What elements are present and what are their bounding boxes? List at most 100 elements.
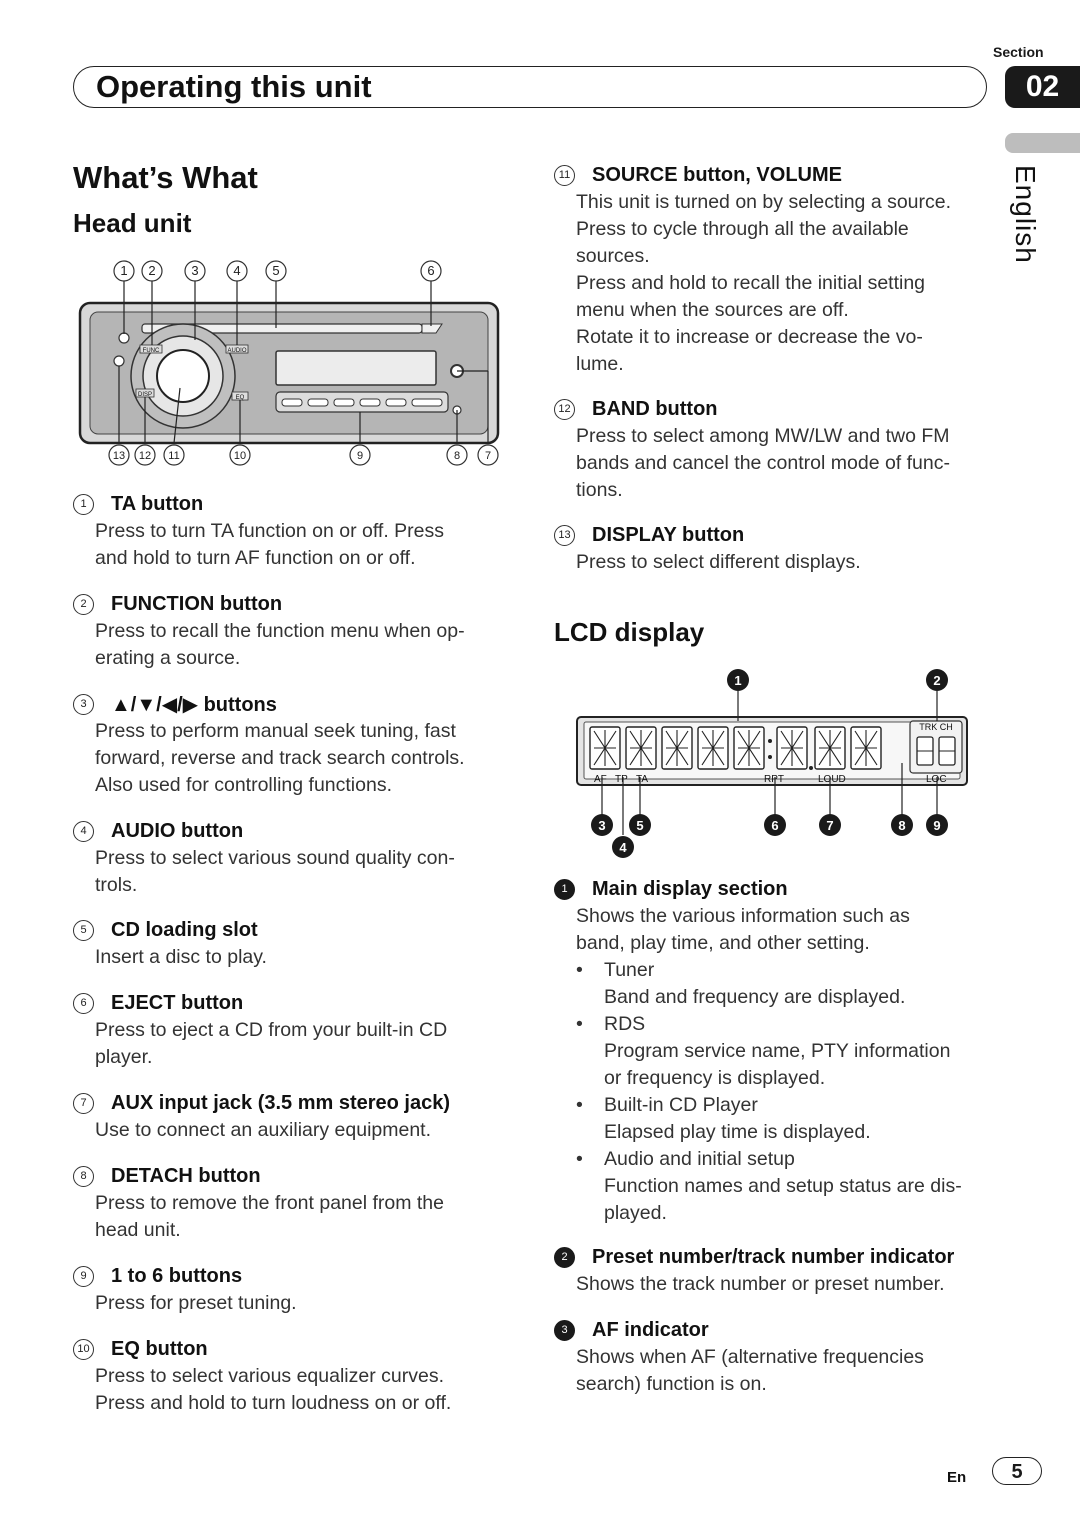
item-title: Preset number/track number indicator	[592, 1246, 955, 1268]
lcd-ind-loud: LOUD	[818, 774, 846, 785]
lcd-ind-ta: TA	[636, 774, 648, 785]
item-title: FUNCTION button	[111, 593, 283, 615]
item-text: Press to cycle through all the available	[576, 218, 909, 240]
item-text: Press and hold to recall the initial set…	[576, 272, 926, 294]
item-text: forward, reverse and track search contro…	[95, 747, 465, 769]
lcd-label-2: 2	[933, 673, 940, 688]
hu-label-4: 4	[233, 263, 240, 278]
list-item: 9 1 to 6 buttons Press for preset tuning.	[73, 1263, 513, 1317]
list-item: 11 SOURCE button, VOLUME This unit is tur…	[554, 162, 994, 378]
item-number: 12	[554, 399, 575, 420]
lcd-label-8: 8	[898, 818, 905, 833]
item-text: head unit.	[95, 1219, 181, 1241]
lcd-label-3: 3	[598, 818, 605, 833]
lcd-label-1: 1	[734, 673, 741, 688]
item-title: EQ button	[111, 1338, 208, 1360]
eq-label: EQ	[236, 395, 245, 401]
trk-ch-label: TRK CH	[919, 722, 953, 732]
item-number: 1	[73, 494, 94, 515]
item-text: Press to select different displays.	[576, 551, 861, 573]
hu-label-3: 3	[191, 263, 198, 278]
item-text: tions.	[576, 479, 623, 501]
lcd-ind-af: AF	[594, 774, 607, 785]
hu-label-8: 8	[454, 450, 460, 462]
hu-label-2: 2	[148, 263, 155, 278]
audio-label: AUDIO	[227, 348, 246, 354]
item-number: 1	[554, 879, 575, 900]
item-text: band, play time, and other setting.	[576, 932, 870, 954]
item-text: This unit is turned on by selecting a so…	[576, 191, 952, 213]
item-number: 9	[73, 1266, 94, 1287]
list-item: 10 EQ button Press to select various equa…	[73, 1336, 513, 1417]
item-text: player.	[95, 1046, 153, 1068]
func-label: FUNC	[143, 348, 160, 354]
item-text: Shows the various information such as	[576, 905, 910, 927]
item-title: BAND button	[592, 398, 718, 420]
list-item: 1 TA button Press to turn TA function on …	[73, 491, 513, 572]
item-text: Press to remove the front panel from the	[95, 1192, 445, 1214]
section-number-badge: 02	[1005, 66, 1080, 108]
lcd-ind-rpt: RPT	[764, 774, 784, 785]
item-text: Also used for controlling functions.	[95, 774, 392, 796]
lcd-label-4: 4	[619, 840, 627, 855]
lcd-ind-tp: TP	[615, 774, 628, 785]
item-text: Press to turn TA function on or off. Pre…	[95, 520, 445, 542]
item-title: SOURCE button, VOLUME	[592, 164, 842, 186]
item-number: 6	[73, 993, 94, 1014]
hu-label-6: 6	[427, 263, 434, 278]
item-number: 2	[554, 1247, 575, 1268]
lcd-label-7: 7	[826, 818, 833, 833]
lcd-display-heading: LCD display	[554, 617, 705, 647]
list-item: 6 EJECT button Press to eject a CD from y…	[73, 990, 513, 1071]
list-item: 3▲/▼/◀/▶ buttons Press to perform manual…	[73, 691, 513, 799]
item-text: sources.	[576, 245, 650, 267]
item-text: Use to connect an auxiliary equipment.	[95, 1119, 432, 1141]
hu-label-12: 12	[139, 450, 151, 462]
item-text: Press to eject a CD from your built-in C…	[95, 1019, 448, 1041]
language-tab-label: English	[1010, 165, 1041, 264]
item-number: 3	[73, 694, 94, 715]
hu-label-13: 13	[113, 450, 125, 462]
item-text: erating a source.	[95, 647, 241, 669]
item-title: AUX input jack (3.5 mm stereo jack)	[111, 1092, 451, 1114]
item-number: 10	[73, 1339, 94, 1360]
item-text: Insert a disc to play.	[95, 946, 267, 968]
item-text: Press to select various equalizer curves…	[95, 1365, 444, 1387]
item-title: EJECT button	[111, 992, 244, 1014]
item-text: and hold to turn AF function on or off.	[95, 547, 416, 569]
item-title: AUDIO button	[111, 820, 244, 842]
disp-label: DISP	[138, 392, 152, 398]
item-text: Press to select among MW/LW and two FM	[576, 425, 950, 447]
item-text: lume.	[576, 353, 624, 375]
item-text: Press for preset tuning.	[95, 1292, 297, 1314]
whats-what-heading: What’s What	[73, 160, 258, 195]
language-tab-bar	[1005, 133, 1080, 153]
hu-label-5: 5	[272, 263, 279, 278]
list-item: 12 BAND button Press to select among MW/L…	[554, 396, 994, 504]
item-text: Shows when AF (alternative frequencies	[576, 1346, 924, 1368]
hu-label-1: 1	[120, 263, 127, 278]
item-title: DISPLAY button	[592, 524, 745, 546]
item-title: TA button	[111, 493, 204, 515]
item-number: 11	[554, 165, 575, 186]
section-label: Section	[993, 44, 1044, 60]
item-text: Press and hold to turn loudness on or of…	[95, 1392, 452, 1414]
item-text: Rotate it to increase or decrease the vo…	[576, 326, 923, 348]
head-unit-figure: FUNC AUDIO DISP EQ 1 2 3	[78, 260, 500, 466]
hu-label-10: 10	[234, 450, 246, 462]
item-number: 8	[73, 1166, 94, 1187]
item-title: 1 to 6 buttons	[111, 1265, 243, 1287]
item-text: Press to recall the function menu when o…	[95, 620, 465, 642]
item-text: trols.	[95, 874, 138, 896]
item-text: Press to select various sound quality co…	[95, 847, 455, 869]
item-text: Press to perform manual seek tuning, fas…	[95, 720, 456, 742]
